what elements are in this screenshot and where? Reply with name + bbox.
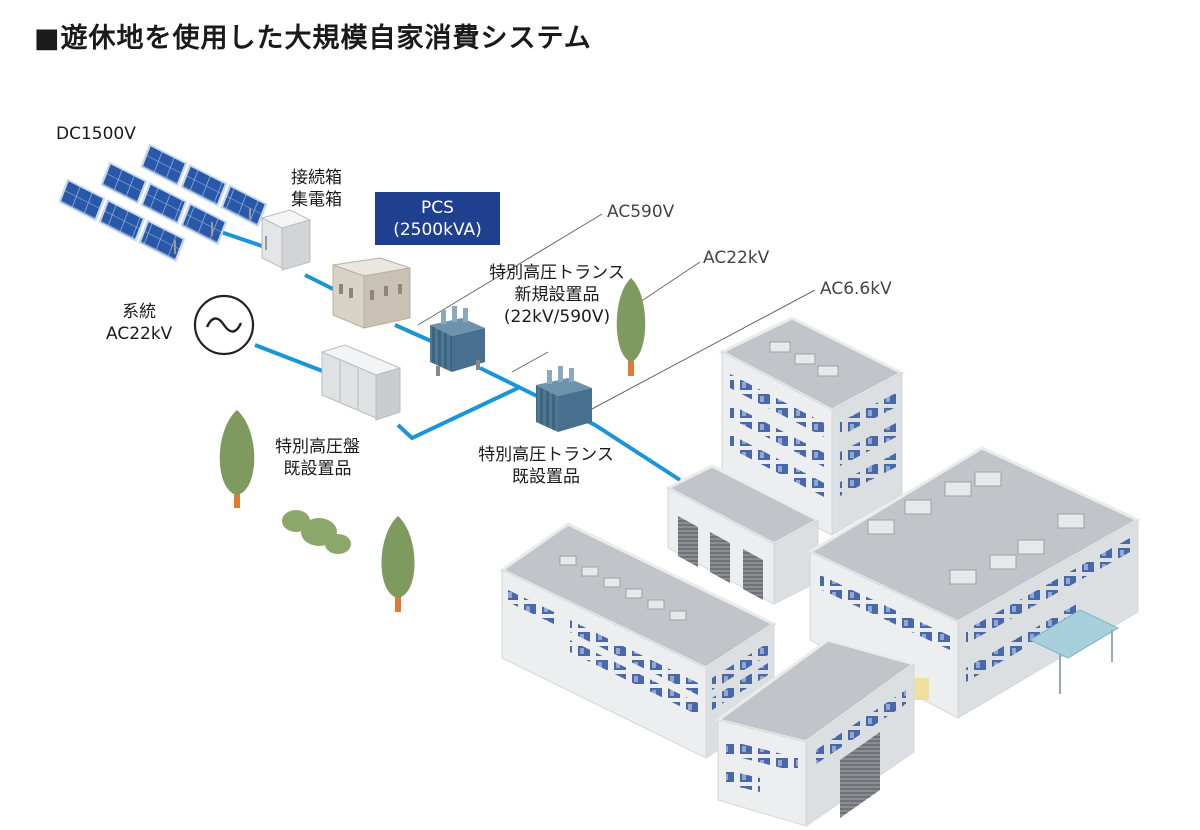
shrub-icon <box>282 510 351 554</box>
ac66-callout: AC6.6kV <box>820 279 892 299</box>
switchgear-cable <box>396 386 519 441</box>
junction-box-label-line1: 接続箱 <box>291 168 342 188</box>
pcs-label-box: PCS (2500kVA) <box>375 192 500 245</box>
factory-building-icon <box>714 638 918 827</box>
new-transformer-label-line1: 特別高圧トランス <box>489 263 625 283</box>
solar-panel-icon <box>58 143 268 263</box>
transformer-icon <box>430 306 485 376</box>
grid-label-line1: 系統 <box>122 302 157 322</box>
grid-label-line2: AC22kV <box>106 324 173 344</box>
switchgear-label: 特別高圧盤 既設置品 <box>275 436 360 480</box>
callout-lines <box>417 213 816 411</box>
ac22-callout: AC22kV <box>703 248 770 268</box>
new-transformer-label: 特別高圧トランス 新規設置品 (22kV/590V) <box>482 262 632 328</box>
tree-icon <box>381 516 415 612</box>
junction-box-icon <box>260 209 312 271</box>
switchgear-label-line2: 既設置品 <box>283 459 352 479</box>
switchgear-label-line1: 特別高圧盤 <box>275 437 360 457</box>
pcs-label-line2: (2500kVA) <box>393 219 482 240</box>
grid-label: 系統 AC22kV <box>106 301 172 345</box>
grid-cable <box>254 343 326 374</box>
tree-icon <box>219 410 255 508</box>
pcs-cabinet-icon <box>332 257 411 329</box>
junction-box-label: 接続箱 集電箱 <box>291 167 342 211</box>
tree-icon <box>616 278 646 376</box>
existing-transformer-label: 特別高圧トランス 既設置品 <box>471 444 621 488</box>
junction-box-label-line2: 集電箱 <box>291 190 342 210</box>
pcs-label-line1: PCS <box>421 197 454 218</box>
new-transformer-label-line2: 新規設置品 <box>514 285 600 305</box>
existing-transformer-label-line1: 特別高圧トランス <box>478 445 614 465</box>
page-title: ■遊休地を使用した大規模自家消費システム <box>34 23 592 54</box>
switchgear-icon <box>320 344 402 421</box>
factory-building-icon <box>806 446 1142 719</box>
dc-voltage-label: DC1500V <box>56 124 136 144</box>
factory-building-icon <box>664 464 822 605</box>
transformer-icon <box>536 366 592 432</box>
new-transformer-label-line3: (22kV/590V) <box>503 307 611 327</box>
ac-source-icon <box>193 294 255 356</box>
existing-transformer-label-line2: 既設置品 <box>512 467 580 487</box>
ac590-callout: AC590V <box>607 202 675 222</box>
